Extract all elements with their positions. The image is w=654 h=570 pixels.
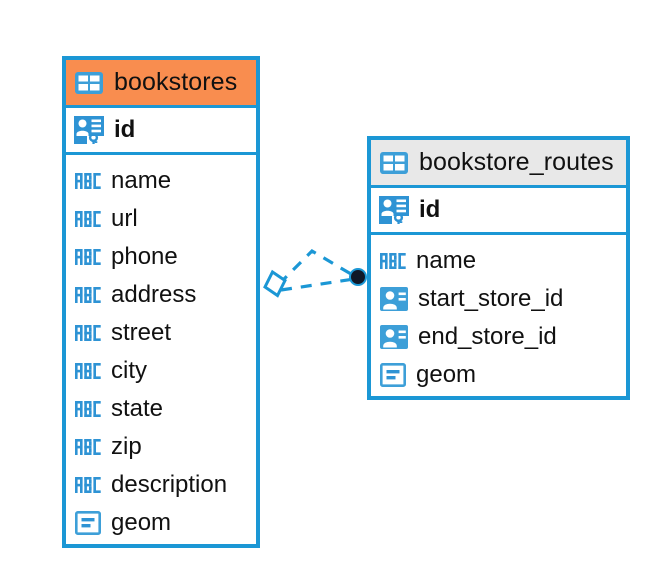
field-label: street [111, 319, 172, 346]
field-row[interactable]: geom [66, 504, 256, 542]
field-row[interactable]: zip [66, 428, 256, 466]
field-row[interactable]: start_store_id [371, 280, 626, 318]
relationship-line-lower [280, 277, 355, 292]
relationship-target-circle-marker[interactable] [349, 268, 367, 286]
field-label: address [111, 281, 197, 308]
field-label: state [111, 395, 164, 422]
table-icon [380, 151, 408, 174]
abc-text-icon [75, 287, 101, 303]
abc-text-icon [75, 211, 101, 227]
field-row[interactable]: description [66, 466, 256, 504]
field-row[interactable]: url [66, 200, 256, 238]
field-row[interactable]: address [66, 276, 256, 314]
field-label: url [111, 205, 138, 232]
field-label: zip [111, 433, 142, 460]
abc-text-icon [75, 439, 101, 455]
abc-text-icon [75, 477, 101, 493]
foreign-key-icon [380, 325, 408, 349]
entity-bookstore-routes-fields: name start_store_id [371, 235, 626, 402]
entity-bookstores-primary-key-row[interactable]: id [66, 108, 256, 155]
field-label: geom [416, 361, 477, 388]
field-row[interactable]: geom [371, 356, 626, 394]
field-label: end_store_id [418, 323, 557, 350]
entity-bookstore-routes[interactable]: bookstore_routes id [367, 136, 630, 400]
entity-bookstores-title: bookstores [114, 68, 238, 96]
table-icon [75, 71, 103, 94]
entity-bookstores[interactable]: bookstores id [62, 56, 260, 548]
abc-text-icon [75, 249, 101, 265]
primary-key-icon [379, 196, 409, 224]
field-row[interactable]: state [66, 390, 256, 428]
entity-bookstore-routes-primary-key-row[interactable]: id [371, 188, 626, 235]
field-row[interactable]: phone [66, 238, 256, 276]
field-label: geom [111, 509, 172, 536]
field-row[interactable]: name [66, 162, 256, 200]
entity-bookstore-routes-header[interactable]: bookstore_routes [371, 140, 626, 188]
entity-bookstores-fields: name u [66, 155, 256, 550]
abc-text-icon [75, 363, 101, 379]
abc-text-icon [380, 253, 406, 269]
primary-key-icon [74, 116, 104, 144]
field-label: phone [111, 243, 178, 270]
relationship-source-diamond-handle[interactable] [263, 269, 287, 298]
field-row[interactable]: street [66, 314, 256, 352]
geometry-icon [380, 363, 406, 387]
field-label: id [419, 196, 441, 223]
entity-bookstores-header[interactable]: bookstores [66, 60, 256, 108]
field-row[interactable]: name [371, 242, 626, 280]
entity-bookstore-routes-title: bookstore_routes [419, 148, 614, 176]
geometry-icon [75, 511, 101, 535]
field-label: city [111, 357, 147, 384]
field-row[interactable]: end_store_id [371, 318, 626, 356]
field-label: id [114, 116, 136, 143]
foreign-key-icon [380, 287, 408, 311]
field-label: name [111, 167, 172, 194]
abc-text-icon [75, 173, 101, 189]
field-label: start_store_id [418, 285, 564, 312]
field-label: description [111, 471, 228, 498]
relationship-line-upper [277, 248, 357, 286]
abc-text-icon [75, 325, 101, 341]
field-label: name [416, 247, 477, 274]
field-row[interactable]: city [66, 352, 256, 390]
abc-text-icon [75, 401, 101, 417]
